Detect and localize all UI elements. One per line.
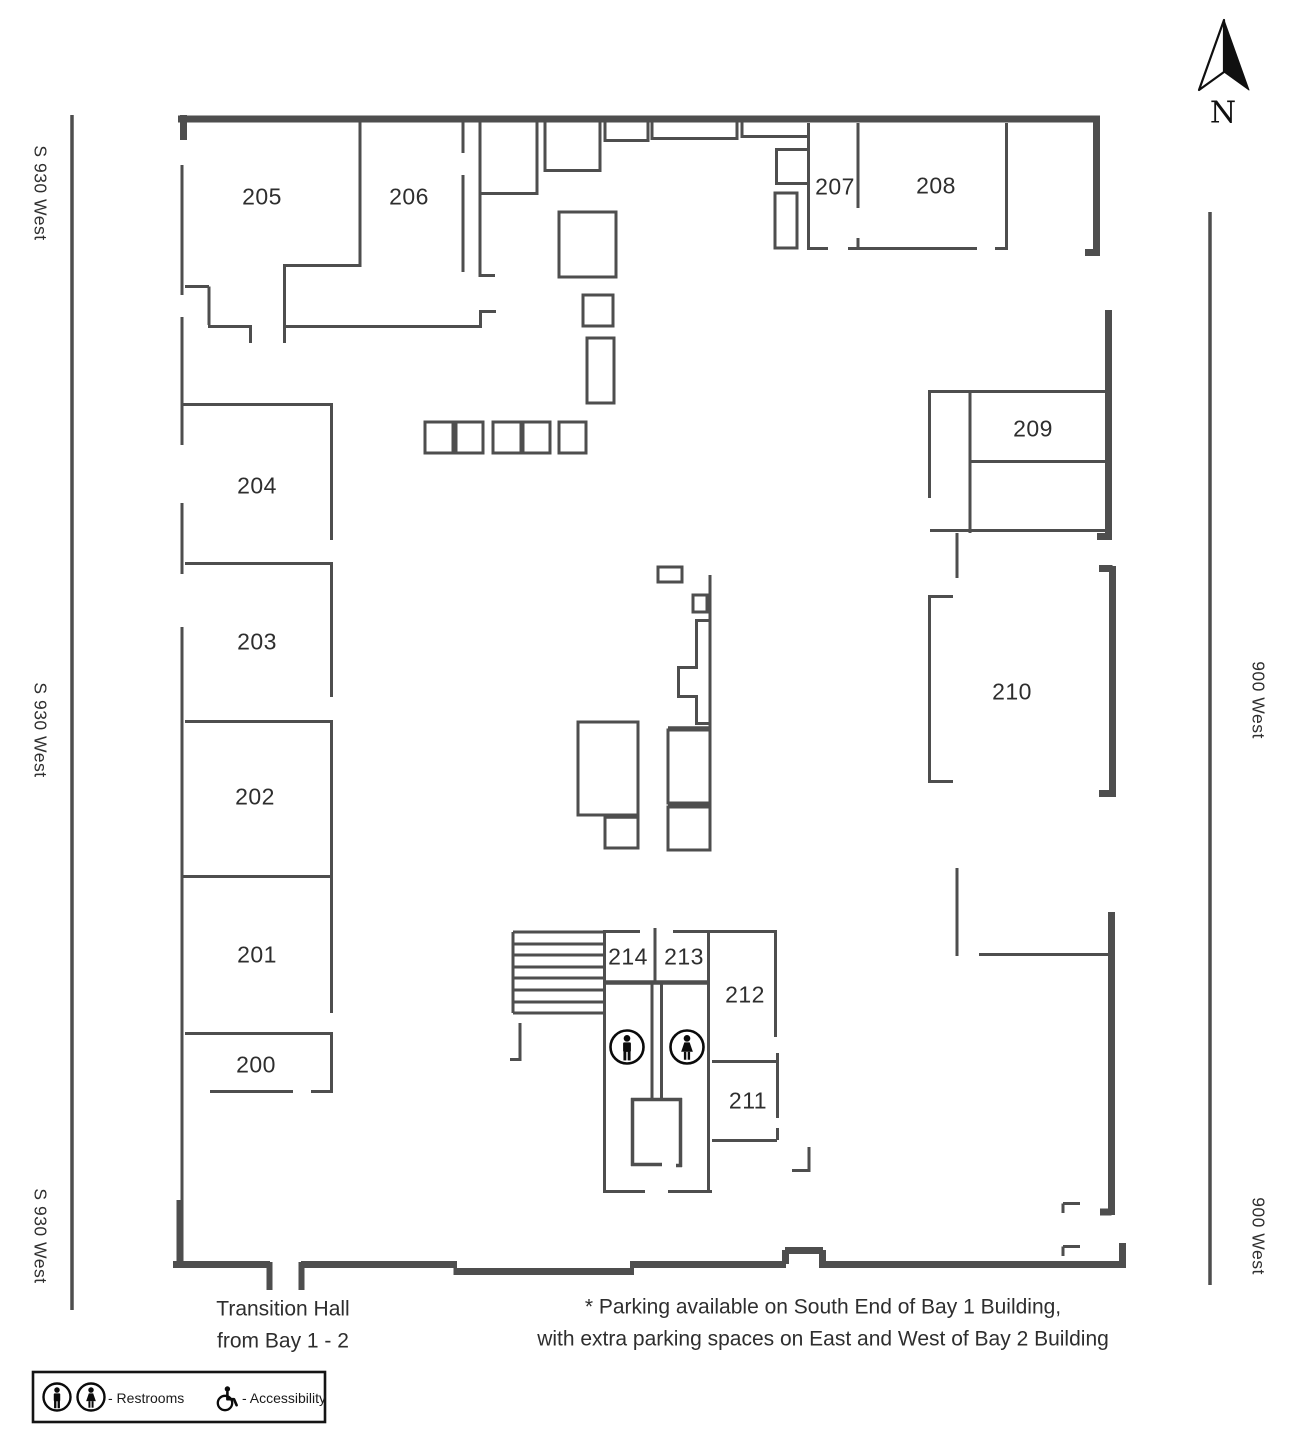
stairs [511,930,603,1015]
wheelchair-icon [216,1386,238,1412]
room-label-212: 212 [725,981,765,1008]
street-label-s930west-top: S 930 West [30,145,51,241]
room-label-205: 205 [242,183,282,210]
room-label-208: 208 [916,172,956,199]
mens-restroom-icon [609,1029,645,1065]
transition-hall-note: Transition Hall from Bay 1 - 2 [216,1294,349,1357]
room-label-202: 202 [235,783,275,810]
transition-hall-line2: from Bay 1 - 2 [217,1329,349,1352]
room-label-210: 210 [992,678,1032,705]
transition-door-posts [266,1262,305,1290]
street-label-s930west-bottom: S 930 West [30,1188,51,1284]
outer-walls [173,115,1126,1275]
legend-accessibility-label: - Accessibility [242,1390,327,1406]
transition-hall-line1: Transition Hall [216,1297,350,1321]
room-label-211: 211 [728,1087,768,1114]
north-arrow-icon [1197,18,1250,92]
parking-note: * Parking available on South End of Bay … [537,1292,1109,1355]
womens-restroom-icon [669,1029,705,1065]
room-label-203: 203 [237,628,277,655]
room-label-206: 206 [389,183,429,210]
street-label-900west-bottom: 900 West [1248,1197,1269,1275]
room-label-209: 209 [1013,415,1053,442]
legend-restrooms-label: - Restrooms [108,1390,185,1406]
legend-man-icon [42,1382,72,1412]
legend-box [31,1370,327,1424]
street-label-900west-top: 900 West [1248,661,1269,739]
room-label-201: 201 [237,941,277,968]
room-label-213: 213 [664,943,704,970]
north-label: N [1209,95,1237,131]
interior-walls [180,119,1108,1256]
elevator-shaft [630,1097,683,1168]
room-label-200: 200 [236,1051,276,1078]
street-lines [70,115,1212,1310]
room-label-207: 207 [815,173,855,200]
room-label-214: 214 [608,943,648,970]
room-label-204: 204 [237,472,277,499]
legend-woman-icon [76,1382,106,1412]
parking-note-line2: with extra parking spaces on East and We… [537,1327,1109,1350]
street-label-s930west-middle: S 930 West [30,682,51,778]
parking-note-line1: * Parking available on South End of Bay … [584,1295,1062,1319]
